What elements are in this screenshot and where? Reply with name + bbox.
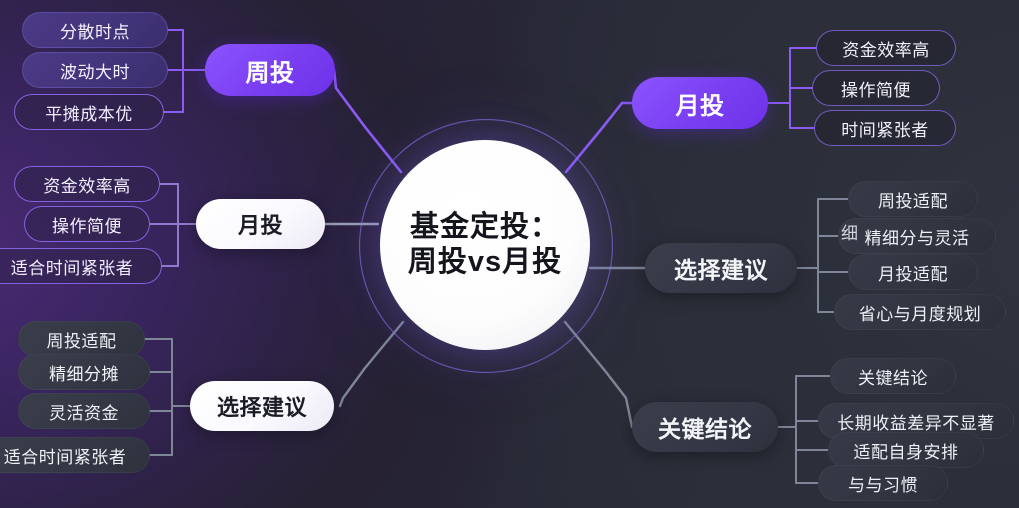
leaf-label: 精细分与灵活 xyxy=(864,228,970,248)
central-topic-line-1: 基金定投： xyxy=(409,210,560,243)
leaf-label: 波动大时 xyxy=(60,62,130,82)
branch-label: 选择建议 xyxy=(216,395,307,420)
leaf-label: 资金效率高 xyxy=(842,40,930,60)
branch-node-right-mid[interactable]: 选择建议 xyxy=(645,243,797,293)
branch-node-right-top[interactable]: 月投 xyxy=(632,77,768,129)
leaf-node[interactable]: 省心与月度规划 xyxy=(834,294,1006,330)
central-topic-node[interactable]: 基金定投： 周投vs月投 xyxy=(380,140,590,350)
leaf-label: 操作简便 xyxy=(52,216,122,236)
leaf-label: 关键结论 xyxy=(858,368,928,388)
leaf-label: 周投适配 xyxy=(46,331,117,351)
leaf-label: 长期收益差异不显著 xyxy=(837,413,995,433)
central-topic-line-2: 周投vs月投 xyxy=(407,246,563,278)
leaf-label: 分散时点 xyxy=(60,22,130,42)
leaf-node[interactable]: 资金效率高 xyxy=(816,30,956,66)
hub-ring xyxy=(359,119,613,373)
leaf-label: 适配自身安排 xyxy=(853,442,959,462)
leaf-label: 操作简便 xyxy=(841,80,911,100)
branch-label: 周投 xyxy=(245,59,295,87)
branch-label: 月投 xyxy=(675,92,725,120)
leaf-label: 适合时间紧张者 xyxy=(3,447,127,467)
leaf-node[interactable]: 适合时间紧张者 xyxy=(0,437,150,473)
leaf-node[interactable]: 灵活资金 xyxy=(18,393,150,429)
leaf-node[interactable]: 适合时间紧张者 xyxy=(0,248,162,284)
leaf-node[interactable]: 周投适配 xyxy=(848,181,978,217)
leaf-node[interactable]: 资金效率高 xyxy=(14,166,160,202)
leaf-label: 资金效率高 xyxy=(43,176,131,196)
leaf-node[interactable]: 细 精细分与灵活 xyxy=(838,218,996,254)
leaf-label: 平摊成本优 xyxy=(45,104,133,124)
leaf-node[interactable]: 分散时点 xyxy=(22,12,168,48)
leaf-node[interactable]: 时间紧张者 xyxy=(814,110,956,146)
leaf-node[interactable]: 操作简便 xyxy=(812,70,940,106)
leaf-label: 灵活资金 xyxy=(49,403,119,423)
leaf-label: 与与习惯 xyxy=(848,475,918,495)
branch-label: 选择建议 xyxy=(674,257,768,283)
leaf-label: 适合时间紧张者 xyxy=(10,258,134,278)
branch-node-left-top[interactable]: 周投 xyxy=(205,44,335,96)
branch-label: 关键结论 xyxy=(658,416,752,442)
leaf-node[interactable]: 波动大时 xyxy=(22,52,168,88)
leaf-label: 时间紧张者 xyxy=(841,120,929,140)
leaf-label: 精细分摊 xyxy=(49,364,119,384)
branch-node-right-bottom[interactable]: 关键结论 xyxy=(632,402,778,452)
leaf-node[interactable]: 精细分摊 xyxy=(18,354,150,390)
leaf-node[interactable]: 适配自身安排 xyxy=(828,432,984,468)
leaf-node[interactable]: 操作简便 xyxy=(24,206,150,242)
leaf-label-overlap-ghost: 细 xyxy=(841,224,859,243)
leaf-node[interactable]: 关键结论 xyxy=(830,358,956,394)
leaf-node[interactable]: 平摊成本优 xyxy=(14,94,164,130)
leaf-node[interactable]: 与与习惯 xyxy=(818,465,948,501)
branch-node-left-mid[interactable]: 月投 xyxy=(196,199,325,249)
leaf-node[interactable]: 周投适配 xyxy=(18,321,145,357)
branch-node-left-bottom[interactable]: 选择建议 xyxy=(190,381,334,431)
leaf-node[interactable]: 月投适配 xyxy=(848,254,978,290)
branch-label: 月投 xyxy=(237,213,283,238)
leaf-label: 周投适配 xyxy=(878,191,948,211)
leaf-label: 月投适配 xyxy=(878,264,948,284)
leaf-label: 省心与月度规划 xyxy=(858,304,982,324)
